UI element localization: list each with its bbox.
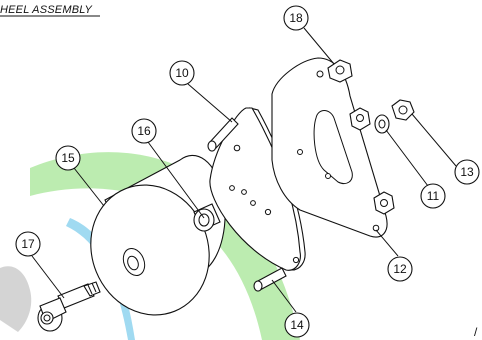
balloon-10: 10 (169, 60, 195, 86)
balloon-17-label: 17 (21, 237, 35, 251)
balloon-11: 11 (420, 183, 446, 209)
part-16-spacer (193, 203, 221, 232)
leader-11 (385, 129, 429, 187)
balloon-16-label: 16 (137, 124, 151, 138)
part-15-wheel (90, 154, 226, 316)
balloon-18-label: 18 (289, 11, 303, 25)
balloon-14: 14 (284, 312, 310, 338)
balloon-13-label: 13 (460, 165, 474, 179)
leader-17 (31, 255, 65, 299)
part-13-hex-nut (391, 99, 415, 121)
part-10-plate (207, 107, 306, 271)
leader-lines (31, 27, 457, 313)
balloon-15-label: 15 (61, 151, 75, 165)
flange-nut-lower (373, 191, 395, 215)
part-11-washer (374, 114, 390, 134)
leader-18 (303, 27, 335, 65)
balloon-10-label: 10 (175, 66, 189, 80)
leader-16 (147, 141, 205, 219)
balloon-15: 15 (55, 145, 81, 171)
balloon-12-label: 12 (393, 262, 407, 276)
balloon-18: 18 (283, 5, 309, 31)
part-12-plate (271, 57, 388, 238)
leader-15 (73, 167, 105, 207)
flange-nut-upper-right (349, 107, 371, 131)
part-14-pin (253, 267, 287, 292)
balloon-12: 12 (387, 256, 413, 282)
balloon-16: 16 (131, 118, 157, 144)
balloon-13: 13 (454, 159, 480, 185)
part-17-bolt (37, 281, 101, 332)
drawing-title: HEEL ASSEMBLY (0, 4, 93, 16)
balloon-17: 17 (15, 231, 41, 257)
corner-mark: / (474, 325, 478, 339)
balloon-14-label: 14 (290, 318, 304, 332)
leader-10 (187, 83, 233, 123)
leader-14 (271, 279, 297, 313)
leader-13 (411, 113, 457, 167)
balloon-11-label: 11 (427, 189, 440, 203)
part-18-flange-nut (327, 59, 353, 83)
watermark-gray-shape (0, 266, 32, 332)
leader-12 (375, 229, 399, 257)
